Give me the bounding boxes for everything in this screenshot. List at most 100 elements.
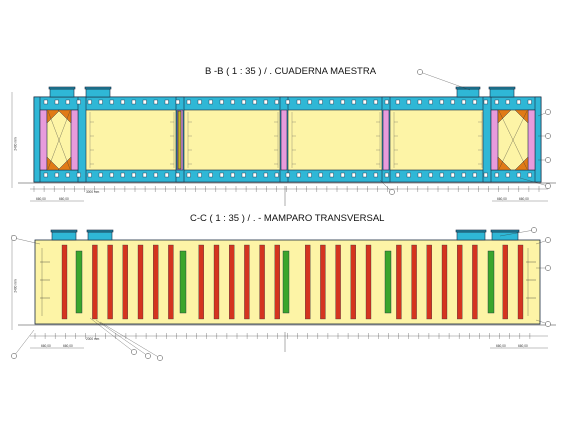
beam-hatch: [340, 172, 345, 178]
beam-hatch: [241, 172, 246, 178]
red-stiffener: [244, 244, 250, 320]
red-stiffener: [259, 244, 265, 320]
beam-hatch: [417, 99, 422, 105]
callout-circle: [545, 109, 551, 115]
cc-dim-4: 660,00: [496, 344, 506, 348]
beam-hatch: [395, 99, 400, 105]
green-stiffener: [384, 250, 392, 314]
beam-hatch: [263, 172, 268, 178]
beam-hatch: [340, 99, 345, 105]
beam-hatch: [175, 172, 180, 178]
beam-hatch: [87, 99, 92, 105]
beam-hatch: [318, 99, 323, 105]
corner-bracket: [514, 109, 529, 124]
beam-hatch: [483, 99, 488, 105]
beam-hatch: [98, 172, 103, 178]
beam-hatch: [461, 172, 466, 178]
green-stiffener: [179, 250, 187, 314]
beam-hatch: [109, 172, 114, 178]
leader-line: [13, 237, 41, 245]
beam-hatch: [329, 172, 334, 178]
red-stiffener: [335, 244, 341, 320]
beam-hatch: [120, 172, 125, 178]
beam-hatch: [450, 99, 455, 105]
manhole-cover: [489, 88, 515, 98]
callout-circle: [545, 237, 551, 243]
beam-hatch: [296, 172, 301, 178]
leader-line: [519, 177, 549, 187]
beam-hatch: [131, 99, 136, 105]
leader-line: [89, 317, 135, 353]
beam-hatch: [230, 172, 235, 178]
red-stiffener: [61, 244, 68, 320]
beam-hatch: [395, 172, 400, 178]
beam-hatch: [362, 172, 367, 178]
cc-dim-3: 2000 mm: [86, 337, 100, 341]
beam-hatch: [406, 172, 411, 178]
manhole-rim: [50, 229, 78, 233]
red-stiffener: [274, 244, 280, 320]
red-stiffener: [517, 244, 524, 320]
beam-hatch: [527, 99, 532, 105]
red-stiffener: [305, 244, 311, 320]
section-bb-drawing: [11, 69, 556, 206]
corner-bracket: [514, 156, 529, 171]
beam-hatch: [274, 172, 279, 178]
bb-dim-4: 660,00: [497, 197, 507, 201]
left-side-column: [33, 96, 41, 183]
bb-dim-5: 660,00: [519, 197, 529, 201]
green-stiffener: [75, 250, 83, 314]
corner-bracket: [46, 109, 61, 124]
manhole-cover: [456, 231, 486, 241]
beam-hatch: [241, 99, 246, 105]
beam-hatch: [505, 172, 510, 178]
pink-panel: [527, 109, 536, 171]
beam-hatch: [516, 172, 521, 178]
green-stiffener: [282, 250, 290, 314]
callout-circle: [417, 69, 423, 75]
callout-circle: [545, 321, 551, 327]
manhole-cover: [87, 231, 113, 241]
beam-hatch: [494, 172, 499, 178]
cc-dim-2: 660,00: [63, 344, 73, 348]
leader-line: [95, 319, 149, 357]
section-cc-drawing: [11, 227, 556, 361]
diagonal-brace: [498, 110, 528, 170]
beam-hatch: [450, 172, 455, 178]
manhole-rim: [455, 229, 487, 233]
stiffener-mark: [177, 110, 182, 170]
beam-hatch: [329, 99, 334, 105]
beam-hatch: [428, 172, 433, 178]
right-side-column: [534, 96, 542, 183]
red-stiffener: [137, 244, 144, 320]
bb-dim-2: 660,00: [59, 197, 69, 201]
callout-circle: [11, 353, 17, 359]
beam-hatch: [153, 99, 158, 105]
manhole-rim: [84, 86, 112, 90]
pink-panel: [280, 109, 288, 171]
beam-hatch: [153, 172, 158, 178]
corner-bracket: [46, 156, 61, 171]
red-stiffener: [411, 244, 417, 320]
beam-hatch: [164, 99, 169, 105]
section-cc-title: C-C ( 1 : 35 ) / . - MAMPARO TRANSVERSAL: [190, 213, 385, 224]
red-stiffener: [107, 244, 113, 320]
pink-panel: [39, 109, 48, 171]
beam-hatch: [373, 99, 378, 105]
callout-circle: [545, 157, 551, 163]
beam-hatch: [417, 172, 422, 178]
pink-panel: [70, 109, 79, 171]
beam-hatch: [483, 172, 488, 178]
beam-hatch: [98, 99, 103, 105]
beam-hatch: [318, 172, 323, 178]
beam-hatch: [494, 99, 499, 105]
red-stiffener: [441, 244, 448, 320]
callout-circle: [145, 353, 151, 359]
frame-post: [482, 96, 492, 183]
leader-line: [499, 229, 535, 237]
red-stiffener: [198, 244, 204, 320]
beam-hatch: [76, 99, 81, 105]
beam-hatch: [208, 172, 213, 178]
beam-hatch: [175, 99, 180, 105]
